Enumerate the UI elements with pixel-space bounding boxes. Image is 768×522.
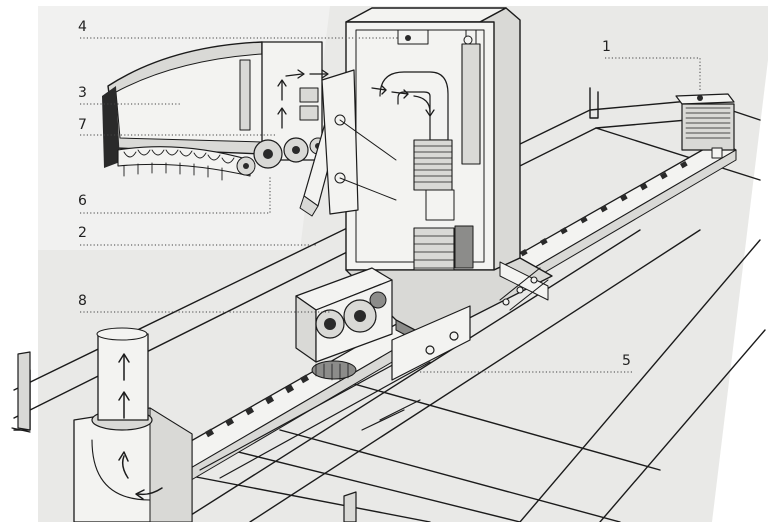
duct-airflow-arrows	[118, 353, 163, 500]
winch-unit	[295, 267, 393, 381]
bellows	[413, 139, 455, 277]
callout-3: 3	[78, 85, 87, 101]
vertical-tower	[345, 7, 521, 277]
brush-chain	[117, 146, 251, 181]
nozzle-assembly	[102, 41, 397, 217]
callout-5: 5	[622, 353, 631, 369]
suction-duct	[73, 327, 193, 522]
floor-frame	[13, 87, 766, 522]
callout-6: 6	[78, 193, 87, 209]
callout-1: 1	[602, 39, 611, 55]
arm-airflow-arrows	[277, 69, 329, 129]
callout-7: 7	[78, 117, 87, 133]
callout-8: 8	[78, 293, 87, 309]
gear-cluster	[236, 137, 327, 176]
drive-motor	[675, 93, 735, 159]
tower-airflow-arrows	[371, 85, 435, 117]
rail-slots	[205, 160, 688, 438]
carriage-frame	[361, 305, 471, 431]
rail-stands	[11, 351, 357, 522]
callout-2: 2	[78, 225, 87, 241]
callout-4: 4	[78, 19, 87, 35]
leader-lines	[80, 37, 701, 373]
